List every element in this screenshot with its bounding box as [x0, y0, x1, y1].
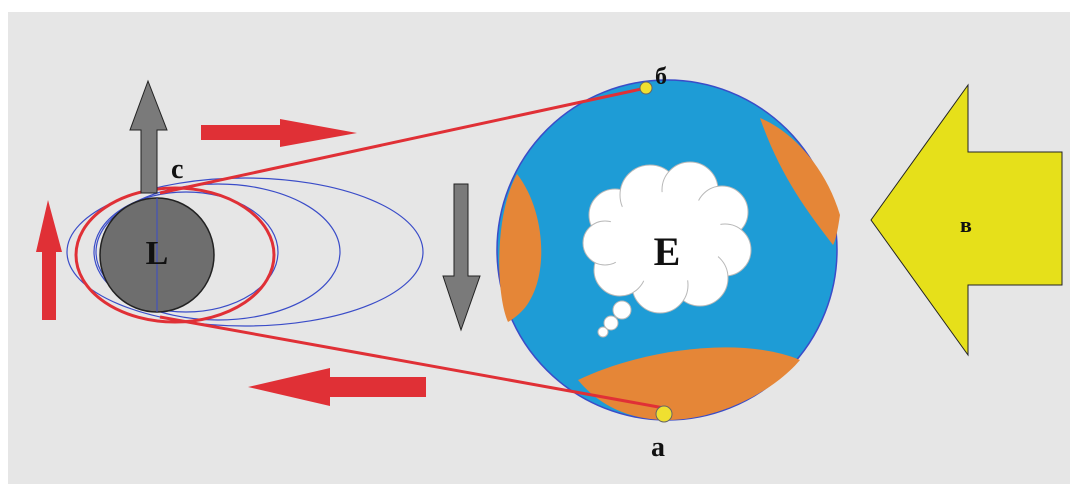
point-c-label: c	[171, 154, 183, 185]
earth: E	[497, 80, 840, 420]
earth-label: E	[654, 229, 681, 274]
point-bottom	[656, 406, 672, 422]
point-top	[640, 82, 652, 94]
moon-label: L	[146, 235, 169, 272]
sun-arrow-label: в	[960, 212, 972, 237]
point-top-label: б	[655, 64, 667, 90]
point-bottom-label: а	[651, 432, 665, 463]
